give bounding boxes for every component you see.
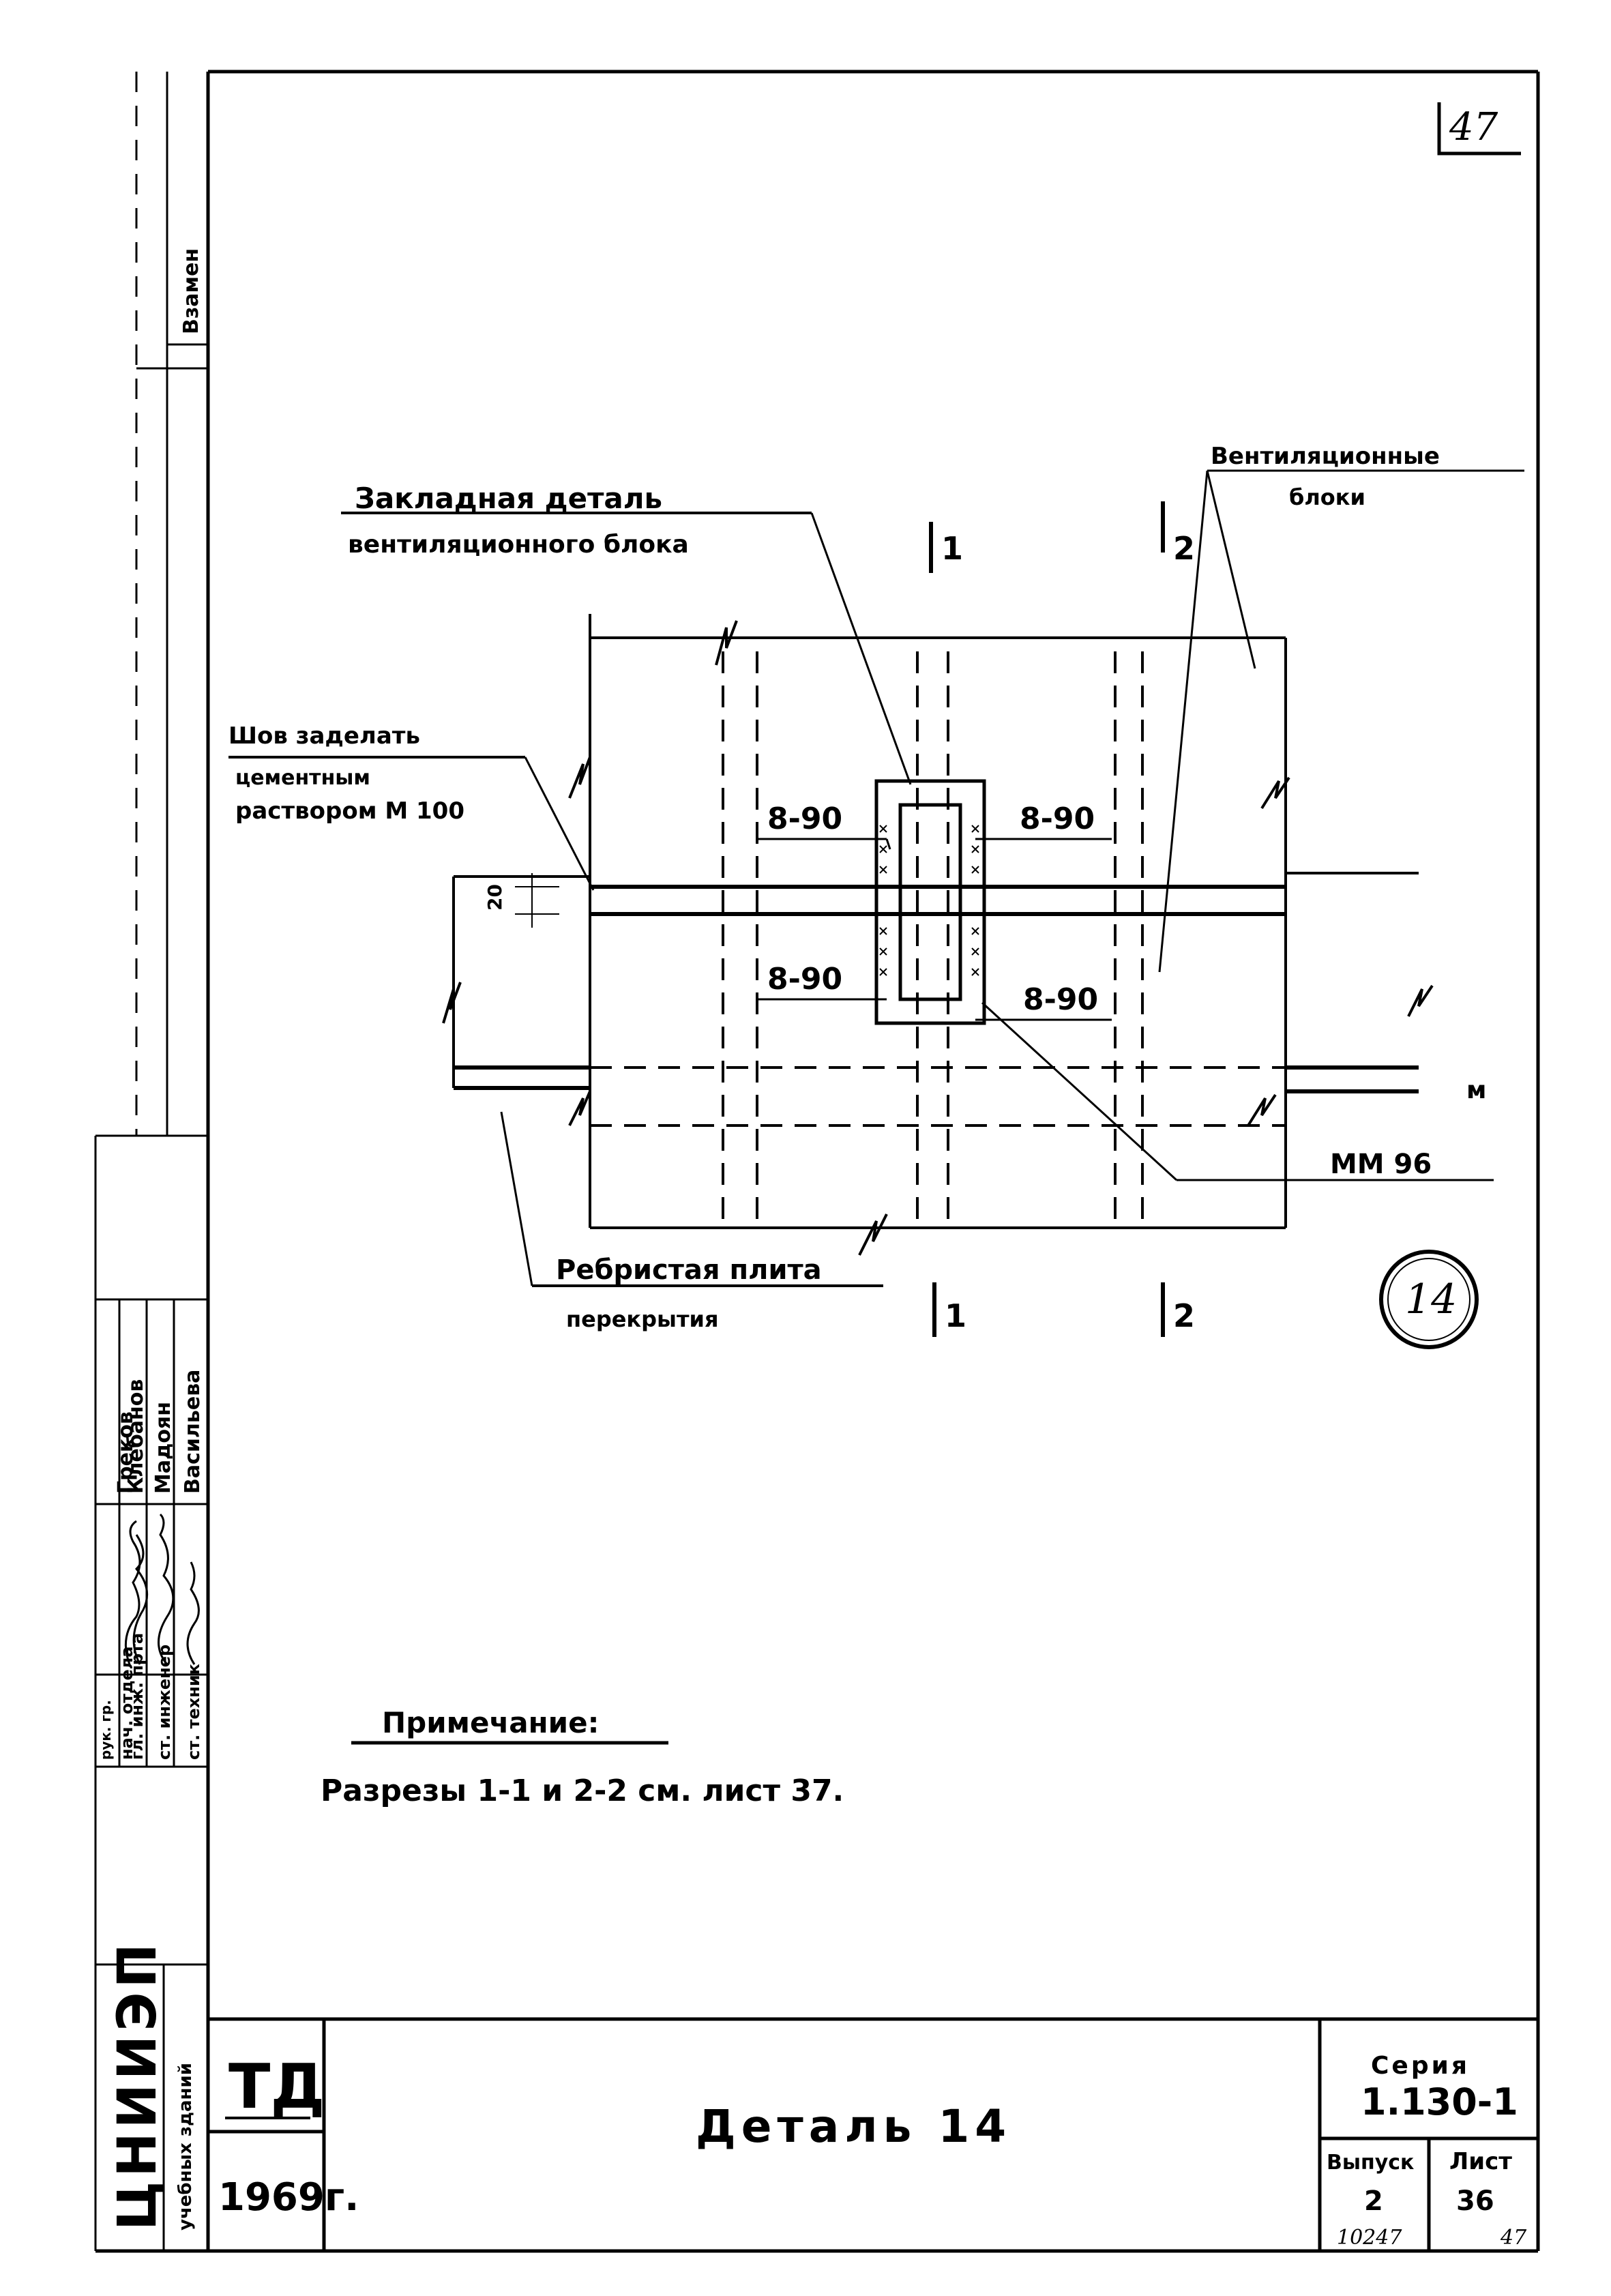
callout-seam-1: Шов заделать <box>228 722 420 750</box>
weld-label-4: 8-90 <box>1023 982 1098 1017</box>
vzamen-strip <box>135 72 208 1136</box>
stamp-position-2: гл. инж. прта <box>128 1633 147 1760</box>
page-number-box: 47 <box>1437 102 1521 156</box>
vzamen-label: Взамен <box>179 248 203 334</box>
section-mark-top-2: 2 <box>1173 530 1195 567</box>
note-text: Разрезы 1-1 и 2-2 см. лист 37. <box>321 1773 844 1808</box>
callout-seam-2: цементным <box>235 766 370 790</box>
stamp-name-1: Греков <box>114 1411 138 1494</box>
stamp-name-3: Мадоян <box>151 1402 175 1494</box>
corner-note-left: 10247 <box>1337 2226 1402 2250</box>
callout-embedded-part-1: Закладная деталь <box>355 482 662 515</box>
mm-reference: ММ 96 <box>1330 1149 1432 1180</box>
detail-drawing <box>228 469 1524 1349</box>
stamp-position-1: нач. отдела <box>117 1646 136 1760</box>
page-number: 47 <box>1449 105 1498 149</box>
callout-slab-2: перекрытия <box>566 1306 719 1332</box>
sheet-label: Лист <box>1449 2148 1512 2175</box>
weld-label-1: 8-90 <box>767 801 842 836</box>
weld-label-3: 8-90 <box>767 962 842 997</box>
note-title: Примечание: <box>382 1706 599 1739</box>
weld-label-2: 8-90 <box>1020 801 1095 836</box>
mm-mark: м <box>1466 1076 1486 1104</box>
org-column <box>95 1963 208 2251</box>
section-mark-bottom-1: 1 <box>945 1297 966 1334</box>
stamp-name-2: Клебанов <box>124 1379 148 1494</box>
callout-seam-3: раствором М 100 <box>235 797 464 825</box>
section-mark-top-1: 1 <box>941 530 963 567</box>
stamp-top-fragment: рук. гр. <box>98 1700 114 1760</box>
callout-vent-blocks-1: Вентиляционные <box>1211 443 1440 470</box>
issue-value: 2 <box>1364 2185 1383 2217</box>
callout-embedded-part-2: вентиляционного блока <box>348 531 689 559</box>
stamp-position-4: ст. техник <box>184 1664 203 1760</box>
corner-note-right: 47 <box>1500 2226 1527 2250</box>
signature-block <box>95 1134 208 1768</box>
signatures <box>124 1513 200 1665</box>
series-label: Серия <box>1371 2052 1470 2080</box>
drawing-title: Деталь 14 <box>696 2100 1011 2153</box>
sheet-frame <box>94 70 1540 2253</box>
stamp-position-3: ст. инженер <box>155 1645 174 1760</box>
title-block-lines <box>208 2017 1538 2251</box>
callout-slab-1: Ребристая плита <box>556 1254 822 1286</box>
dimension-20: 20 <box>484 884 506 911</box>
title-td: ТД <box>228 2051 325 2123</box>
org-subtitle: учебных зданий <box>175 2063 196 2231</box>
title-year: 1969г. <box>218 2175 359 2220</box>
org-logo: ЦНИИЭП <box>107 1939 168 2231</box>
callout-vent-blocks-2: блоки <box>1289 484 1365 510</box>
detail-mark-number: 14 <box>1405 1276 1457 1323</box>
sheet-value: 36 <box>1456 2185 1494 2217</box>
series-value: 1.130-1 <box>1361 2080 1518 2123</box>
section-mark-bottom-2: 2 <box>1173 1297 1195 1334</box>
issue-label: Выпуск <box>1327 2151 1414 2175</box>
stamp-name-4: Васильева <box>181 1370 205 1494</box>
